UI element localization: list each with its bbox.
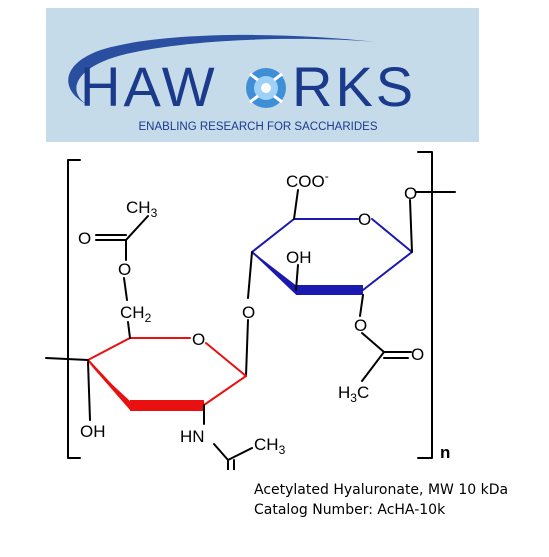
left-ring-back bbox=[87, 337, 247, 377]
logo-banner: HAW RKS ENABLING RESEARCH FOR SACCHARIDE… bbox=[46, 8, 479, 142]
ch3-amide: CH3 bbox=[254, 435, 286, 457]
logo-text-right: RKS bbox=[292, 55, 416, 118]
coo-bond bbox=[293, 189, 299, 220]
right-ring-back bbox=[251, 218, 413, 253]
haworks-logo: HAW RKS ENABLING RESEARCH FOR SACCHARIDE… bbox=[68, 34, 416, 133]
ch2-bond bbox=[95, 215, 149, 339]
caption-line-2: Catalog Number: AcHA-10k bbox=[254, 502, 446, 518]
caption-line-1: Acetylated Hyaluronate, MW 10 kDa bbox=[254, 482, 509, 498]
ring-o-right: O bbox=[358, 210, 371, 229]
hn-bond bbox=[203, 404, 253, 470]
repeat-n: n bbox=[440, 443, 450, 462]
oh-bond-left bbox=[87, 361, 91, 421]
left-ring-wedge bbox=[88, 362, 130, 410]
caption: Acetylated Hyaluronate, MW 10 kDa Catalo… bbox=[254, 480, 508, 520]
coo-label: COO- bbox=[286, 169, 329, 191]
right-ring-bold-bond bbox=[296, 285, 363, 295]
water-drop-icon bbox=[246, 68, 286, 108]
oh-bond-right bbox=[295, 264, 299, 291]
ester-o-right: O bbox=[354, 316, 367, 335]
h3c-right: H3C bbox=[338, 383, 369, 405]
oh-left: OH bbox=[80, 422, 106, 441]
right-bracket bbox=[417, 151, 433, 459]
hn-label: HN bbox=[180, 427, 205, 446]
left-ring-bold-bond bbox=[130, 400, 204, 411]
carbonyl-o-right: O bbox=[411, 345, 424, 364]
link-bond-left bbox=[45, 357, 89, 361]
link-bond-right bbox=[409, 191, 456, 253]
left-ring-front-sides bbox=[87, 359, 247, 406]
link-o-right: O bbox=[404, 184, 417, 203]
ring-o-left: O bbox=[192, 330, 205, 349]
ester-o-left: O bbox=[118, 260, 131, 279]
left-bracket bbox=[67, 159, 81, 459]
oh-right: OH bbox=[286, 248, 312, 267]
carbonyl-o-left: O bbox=[78, 229, 91, 248]
logo-tagline: ENABLING RESEARCH FOR SACCHARIDES bbox=[139, 121, 378, 133]
ch2-label: CH2 bbox=[120, 303, 152, 325]
logo-text-left: HAW bbox=[80, 55, 218, 118]
acetylated-hyaluronate-structure: COO- O O OH O O O H3C CH3 O O CH2 O OH H… bbox=[45, 151, 456, 470]
ch3-top: CH3 bbox=[126, 198, 158, 220]
bridge-bond-top bbox=[247, 251, 253, 299]
bridge-o: O bbox=[242, 303, 255, 322]
bridge-bond-bottom bbox=[245, 319, 249, 377]
ester-bond-right bbox=[359, 294, 412, 382]
